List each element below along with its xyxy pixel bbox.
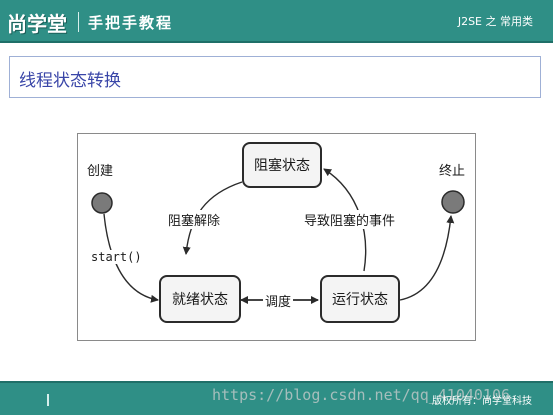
header-divider [78,12,79,32]
label-end: 终止 [439,164,466,179]
course-name: 手把手教程 [88,14,174,32]
label-start-call: start() [91,250,142,264]
label-schedule: 调度 [263,291,294,310]
label-block-event: 导致阻塞的事件 [304,210,396,229]
copyright-text: 版权所有：尚学堂科技 [432,396,532,407]
slide-title-box: 线程状态转换 [9,56,541,98]
label-start: 创建 [87,164,114,179]
start-node [91,192,113,214]
state-ready: 就绪状态 [159,275,241,323]
footer-bar [0,381,553,415]
thread-state-diagram: 阻塞状态 就绪状态 运行状态 创建 终止 start() 阻塞解除 导致阻塞的事… [77,133,476,341]
arrow-start-to-ready [103,213,159,303]
state-blocked: 阻塞状态 [242,142,322,188]
footer-divider [47,394,49,406]
brand-logo: 尚学堂 [7,12,67,36]
end-node [441,190,465,214]
arrow-running-to-end [399,215,455,301]
topic-label: J2SE 之 常用类 [457,15,533,28]
arrow-blocked-to-ready [182,181,243,255]
header-bar: 尚学堂 手把手教程 J2SE 之 常用类 [0,0,553,43]
url-watermark: https://blog.csdn.net/qq_41040106 [212,386,511,404]
state-running: 运行状态 [320,275,400,323]
label-unblock: 阻塞解除 [168,210,221,229]
slide-title: 线程状态转换 [19,71,121,91]
